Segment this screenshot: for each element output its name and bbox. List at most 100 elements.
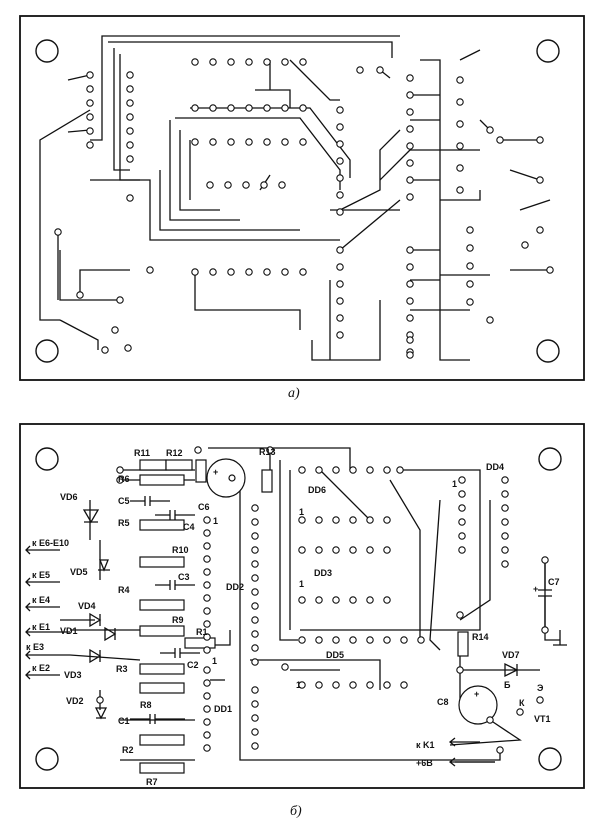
arrow-e6-e10 — [25, 545, 60, 555]
label-r10: R10 — [172, 545, 189, 555]
diode-vd4 — [89, 612, 102, 628]
solder-pad — [406, 74, 414, 82]
solder-pad — [299, 104, 307, 112]
label-r4: R4 — [118, 585, 130, 595]
solder-pad — [546, 266, 554, 274]
solder-pad — [203, 705, 211, 713]
solder-pad — [383, 681, 391, 689]
solder-pad — [251, 518, 259, 526]
arrow-e5 — [25, 577, 60, 587]
solder-pad — [315, 596, 323, 604]
solder-pad — [315, 466, 323, 474]
solder-pad — [203, 620, 211, 628]
solder-pad — [336, 331, 344, 339]
arrow-e4 — [25, 602, 60, 612]
solder-pad — [209, 138, 217, 146]
solder-pad — [116, 296, 124, 304]
solder-pad — [536, 176, 544, 184]
solder-pad — [466, 226, 474, 234]
solder-pad — [536, 136, 544, 144]
solder-pad — [349, 516, 357, 524]
solder-pad — [458, 476, 466, 484]
solder-pad — [336, 246, 344, 254]
resistor-r12-vertical — [195, 459, 207, 483]
solder-pad — [336, 280, 344, 288]
label-ke1: к E1 — [32, 622, 50, 632]
capacitor-c2 — [160, 648, 200, 658]
solder-pad — [203, 679, 211, 687]
solder-pad — [203, 568, 211, 576]
solder-pad — [227, 268, 235, 276]
solder-pad — [496, 136, 504, 144]
label-ke5: к E5 — [32, 570, 50, 580]
capacitors — [130, 458, 552, 725]
mounting-hole — [538, 447, 562, 471]
solder-pad — [263, 58, 271, 66]
solder-pad — [366, 466, 374, 474]
capacitor-c1 — [130, 714, 185, 724]
solder-pad — [366, 546, 374, 554]
label-c6: C6 — [198, 502, 210, 512]
mounting-hole — [35, 447, 59, 471]
solder-pad — [224, 181, 232, 189]
solder-pad — [86, 141, 94, 149]
solder-pad — [406, 159, 414, 167]
label-c8: C8 — [437, 697, 449, 707]
resistors — [139, 459, 469, 774]
solder-pad — [486, 716, 494, 724]
polarity-plus: + — [533, 584, 538, 594]
pin1-marker: 1 — [452, 479, 457, 489]
transistor-vt1-body — [458, 685, 498, 725]
solder-pad — [466, 298, 474, 306]
solder-pad — [458, 546, 466, 554]
solder-pad — [191, 104, 199, 112]
solder-pad — [406, 263, 414, 271]
solder-pad — [209, 58, 217, 66]
solder-pad — [86, 71, 94, 79]
solder-pad — [298, 546, 306, 554]
solder-pad — [366, 596, 374, 604]
board-outline-bottom — [19, 423, 585, 789]
solder-pad — [281, 58, 289, 66]
label-vd2: VD2 — [66, 696, 84, 706]
solder-pad — [203, 542, 211, 550]
solder-pad — [126, 113, 134, 121]
solder-pad — [486, 126, 494, 134]
component-pads — [96, 446, 549, 754]
solder-pad — [406, 193, 414, 201]
solder-pad — [86, 113, 94, 121]
solder-pad — [260, 181, 268, 189]
label-c5: C5 — [118, 496, 130, 506]
solder-pad — [349, 466, 357, 474]
polarity-plus: + — [474, 689, 479, 699]
resistor-r4 — [139, 599, 185, 611]
solder-pad — [336, 123, 344, 131]
solder-pad — [536, 696, 544, 704]
solder-pad — [251, 588, 259, 596]
solder-pad — [101, 346, 109, 354]
pcb-component-board: R11 R12 R13 R6 C5 C6 R5 C4 VD6 R10 C3 VD… — [19, 423, 585, 819]
label-c7: C7 — [548, 577, 560, 587]
solder-pad — [501, 532, 509, 540]
solder-pad — [281, 663, 289, 671]
solder-pad — [251, 560, 259, 568]
solder-pad — [406, 246, 414, 254]
solder-pad — [203, 731, 211, 739]
solder-pad — [332, 636, 340, 644]
solder-pad — [366, 636, 374, 644]
solder-pad — [251, 532, 259, 540]
solder-pad — [124, 344, 132, 352]
label-plus6v: +6В — [416, 758, 433, 768]
ground-symbol — [553, 630, 567, 646]
label-dd2: DD2 — [226, 582, 244, 592]
solder-pad — [336, 191, 344, 199]
solder-pad — [203, 646, 211, 654]
solder-pad — [126, 85, 134, 93]
solder-pad — [126, 127, 134, 135]
label-vd6: VD6 — [60, 492, 78, 502]
label-r1: R1 — [196, 627, 208, 637]
diode-vd2 — [94, 707, 108, 720]
label-r11: R11 — [134, 448, 150, 458]
solder-pad — [456, 186, 464, 194]
solder-pad — [298, 516, 306, 524]
